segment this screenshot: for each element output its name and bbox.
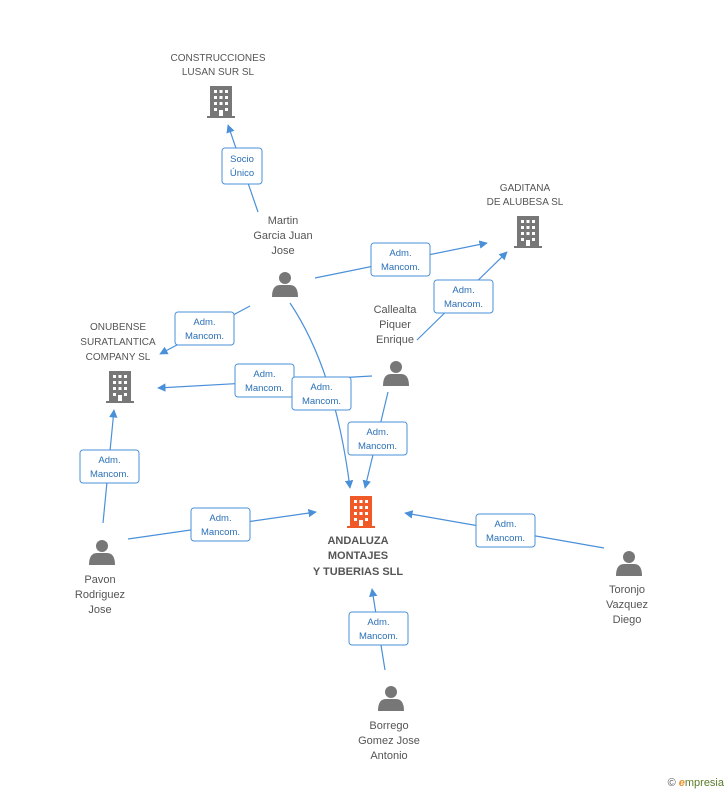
person-icon [378,686,404,711]
role-text-line1: Adm. [494,519,516,530]
person-label-line2: Piquer [379,319,411,331]
company-label-line2: MONTAJES [328,550,388,562]
role-text-line2: Mancom. [245,383,284,394]
role-box-adm-martin-onubense[interactable]: Adm. Mancom. [174,311,235,346]
company-label-line1: ONUBENSE [90,322,146,333]
role-text-line2: Mancom. [358,441,397,452]
role-box-adm-callealta-andaluza[interactable]: Adm. Mancom. [347,421,408,456]
role-text-line2: Mancom. [359,631,398,642]
role-text-line2: Mancom. [201,527,240,538]
person-icon [616,551,642,576]
person-label-line1: Pavon [84,574,115,586]
company-label-line1: ANDALUZA [327,535,388,547]
brand-initial: e [678,777,685,789]
company-node-gaditana[interactable]: GADITANA DE ALUBESA SL [487,183,564,248]
person-node-callealta[interactable]: Callealta Piquer Enrique [374,304,418,386]
person-label-line1: Martin [268,215,299,227]
role-text-line1: Adm. [389,248,411,259]
role-text-line2: Mancom. [444,299,483,310]
person-label-line1: Toronjo [609,584,645,596]
role-text-line2: Mancom. [486,533,525,544]
role-text-line1: Adm. [253,369,275,380]
building-icon [347,496,375,528]
role-text-line2: Mancom. [185,331,224,342]
company-label-line2: LUSAN SUR SL [182,67,255,78]
role-box-adm-pavon-onubense[interactable]: Adm. Mancom. [79,449,140,484]
role-box-socio-unico[interactable]: Socio Único [221,147,263,185]
role-text-line1: Adm. [193,317,215,328]
person-label-line3: Diego [613,614,642,626]
building-icon [514,216,542,248]
empresia-watermark: © empresia [668,777,724,789]
person-label-line2: Gomez Jose [358,735,420,747]
company-label-line1: GADITANA [500,183,551,194]
role-box-adm-toronjo-andaluza[interactable]: Adm. Mancom. [475,513,536,548]
role-box-adm-pavon-andaluza[interactable]: Adm. Mancom. [190,507,251,542]
role-box-adm-callealta-onubense[interactable]: Adm. Mancom. [234,363,295,398]
role-text-line1: Adm. [366,427,388,438]
company-label-line3: COMPANY SL [86,352,151,363]
role-text-line1: Adm. [98,455,120,466]
person-label-line2: Rodriguez [75,589,125,601]
role-text-line1: Adm. [209,513,231,524]
company-node-onubense[interactable]: ONUBENSE SURATLANTICA COMPANY SL [80,322,156,403]
company-node-construcciones[interactable]: CONSTRUCCIONES LUSAN SUR SL [170,53,266,118]
person-label-line1: Callealta [374,304,418,316]
person-icon [272,272,298,297]
person-label-line3: Jose [88,604,111,616]
company-label-line1: CONSTRUCCIONES [170,53,265,64]
role-text-line2: Mancom. [90,469,129,480]
copyright-symbol: © [667,777,676,789]
brand-name: mpresia [684,777,724,789]
person-node-martin[interactable]: Martin Garcia Juan Jose [253,215,313,297]
building-icon [106,371,134,403]
role-box-adm-martin-andaluza[interactable]: Adm. Mancom. [291,376,352,411]
person-label-line3: Enrique [376,334,414,346]
person-icon [89,540,115,565]
role-box-adm-callealta-gaditana[interactable]: Adm. Mancom. [433,279,494,314]
person-label-line3: Antonio [370,750,407,762]
role-text-line2: Único [230,168,254,179]
role-text-line1: Adm. [452,285,474,296]
company-label-line3: Y TUBERIAS SLL [313,566,404,578]
role-box-adm-martin-gaditana[interactable]: Adm. Mancom. [370,242,431,277]
person-label-line2: Garcia Juan [253,230,312,242]
person-label-line1: Borrego [369,720,408,732]
person-node-toronjo[interactable]: Toronjo Vazquez Diego [606,551,648,626]
role-text-line1: Adm. [310,382,332,393]
role-text-line1: Socio [230,154,254,165]
role-labels: Socio Único Adm. Mancom. Adm. Mancom. Ad… [79,147,536,646]
company-node-andaluza[interactable]: ANDALUZA MONTAJES Y TUBERIAS SLL [313,496,404,578]
person-icon [383,361,409,386]
company-label-line2: SURATLANTICA [80,337,156,348]
person-node-borrego[interactable]: Borrego Gomez Jose Antonio [358,686,420,762]
building-icon [207,86,235,118]
person-label-line3: Jose [271,245,294,257]
role-box-adm-borrego-andaluza[interactable]: Adm. Mancom. [348,611,409,646]
person-node-pavon[interactable]: Pavon Rodriguez Jose [75,540,125,616]
person-label-line2: Vazquez [606,599,648,611]
role-text-line2: Mancom. [302,396,341,407]
role-text-line1: Adm. [367,617,389,628]
role-text-line2: Mancom. [381,262,420,273]
company-label-line2: DE ALUBESA SL [487,197,564,208]
